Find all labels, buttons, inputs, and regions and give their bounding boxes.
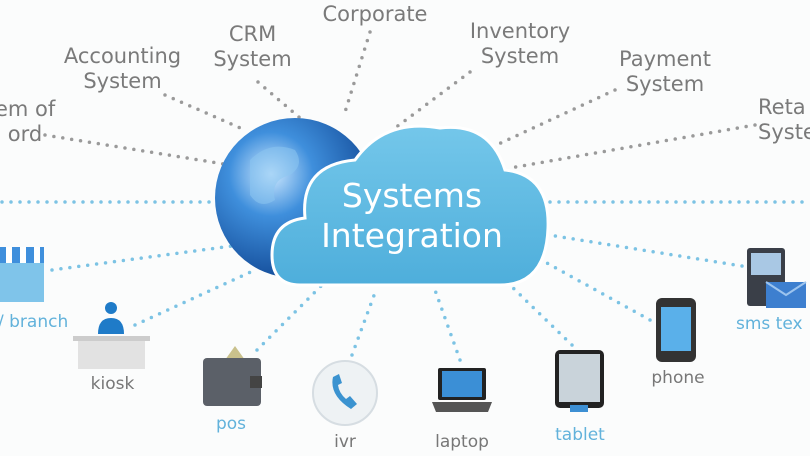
line-corporate [343, 30, 372, 114]
label-kiosk: kiosk [90, 374, 135, 394]
line-inventory [393, 70, 472, 130]
smartphone-icon [656, 298, 696, 362]
line-tablet [508, 283, 574, 347]
kiosk-icon [73, 302, 150, 369]
store-icon [0, 247, 44, 302]
line-phone [543, 260, 652, 322]
tablet-icon [555, 350, 604, 412]
label-branch: / branch [0, 312, 69, 332]
laptop-icon [432, 368, 492, 412]
cloud-shape [270, 124, 550, 287]
line-pos [255, 283, 324, 352]
line-system-of-record [43, 133, 232, 167]
line-retail [508, 123, 757, 170]
cloud-title-line2: Integration [321, 216, 503, 255]
sms-phone-icon [747, 248, 807, 308]
cloud-title-line1: Systems [341, 176, 483, 215]
label-laptop: laptop [435, 432, 489, 452]
line-crm [256, 80, 302, 120]
line-laptop [433, 288, 462, 362]
label-ivr: ivr [334, 432, 356, 452]
line-ivr [350, 288, 378, 357]
line-branch [50, 244, 234, 272]
label-phone: phone [651, 368, 705, 388]
label-pos: pos [215, 414, 247, 434]
line-payment [488, 88, 617, 150]
ivr-phone-icon [312, 360, 378, 426]
label-tablet: tablet [555, 425, 605, 445]
label-sms-text: sms tex [736, 314, 803, 334]
label-corporate: Corporate [322, 2, 428, 26]
line-accounting [163, 93, 247, 132]
line-kiosk [133, 268, 257, 327]
line-sms [553, 234, 744, 268]
wallet-icon [203, 346, 262, 406]
